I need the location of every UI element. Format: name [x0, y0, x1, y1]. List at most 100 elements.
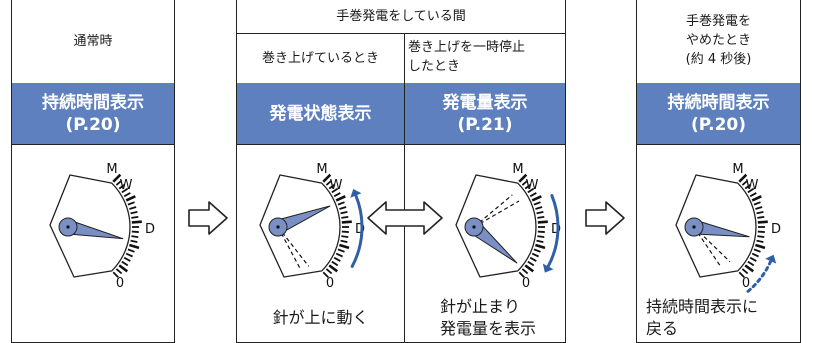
gauge-label-d: D — [145, 222, 155, 237]
gauge-tick — [119, 265, 127, 271]
double-arrow-icon — [366, 200, 444, 236]
gauge-label-w: W — [526, 178, 539, 193]
gauge-tick — [128, 202, 135, 204]
winding-caption: 針が上に動く — [237, 307, 404, 329]
gauge-tick — [748, 262, 754, 266]
gauge-label-zero: 0 — [116, 276, 124, 291]
gauge-normal: MW D 0 — [40, 160, 160, 290]
gauge-tick — [122, 262, 128, 266]
gauge-tick — [758, 222, 768, 223]
gauge-tick — [754, 249, 761, 251]
stopped-band-page-ref: (P.20) — [691, 114, 746, 136]
paused-caption-line1: 針が止まり — [440, 296, 565, 318]
paused-subheader: 巻き上げを一時停止 したとき — [408, 38, 566, 83]
gauge-tick — [126, 196, 135, 200]
winding-band-title: 発電状態表示 — [270, 103, 372, 125]
gauge-tick — [336, 254, 342, 257]
gauge-tick — [339, 207, 346, 209]
gauge-tick — [124, 193, 130, 196]
gauge-tick — [535, 245, 545, 248]
stopped-header-line1: 手巻発電を — [637, 12, 800, 31]
gauge-tick — [116, 269, 121, 274]
gauge-label-zero: 0 — [326, 276, 334, 291]
gauge-tick — [326, 269, 331, 274]
paused-subheader-line1: 巻き上げを一時停止 — [408, 38, 566, 57]
gauge-pin — [276, 225, 279, 228]
stopped-header-line3: (約 4 秒後) — [637, 50, 800, 69]
stopped-caption: 持続時間表示に 戻る — [646, 296, 796, 340]
gauge-label-w: W — [746, 178, 759, 193]
stopped-header-line2: やめたとき — [637, 31, 800, 50]
gauge-tick — [126, 254, 132, 257]
stopped-header: 手巻発電を やめたとき (約 4 秒後) — [637, 12, 800, 82]
stopped-caption-line2: 戻る — [646, 318, 796, 340]
gauge-tick — [537, 241, 544, 242]
gauge-tick — [341, 241, 348, 242]
gauge-tick — [522, 269, 527, 274]
gauge-tick — [132, 222, 142, 223]
gauge-tick — [750, 258, 756, 261]
gauge-label-w: W — [330, 178, 343, 193]
gauge-tick — [752, 254, 758, 257]
gauge-tick — [131, 236, 138, 237]
right-arrow-icon — [584, 200, 626, 236]
gauge-tick — [339, 245, 349, 248]
gauge-tick — [537, 236, 544, 237]
gauge-label-m: M — [316, 162, 327, 177]
paused-caption-line2: 発電量を表示 — [440, 318, 565, 340]
gauge-tick — [755, 207, 762, 209]
stopped-mode-band: 持続時間表示 (P.20) — [637, 83, 800, 144]
gauge-label-d: D — [551, 222, 561, 237]
gauge-tick — [530, 258, 536, 261]
paused-mode-band: 発電量表示 (P.21) — [405, 83, 565, 144]
gauge-tick — [338, 249, 345, 251]
right-arrow-icon — [187, 200, 229, 236]
gauge-tick — [329, 265, 337, 271]
normal-header: 通常時 — [12, 0, 174, 83]
gauge-tick — [530, 193, 536, 196]
normal-mode-band: 持続時間表示 (P.20) — [12, 83, 174, 144]
gauge-label-w: W — [120, 178, 133, 193]
gauge-tick — [534, 249, 541, 251]
gauge-tick — [755, 245, 765, 248]
gauge-winding: MW D 0 — [250, 160, 370, 290]
cranking-group-header-text: 手巻発電をしている間 — [336, 7, 466, 26]
gauge-tick — [342, 222, 352, 223]
stopped-caption-line1: 持続時間表示に — [646, 296, 796, 318]
paused-subheader-line2: したとき — [408, 57, 566, 76]
gauge-tick — [124, 258, 130, 261]
gauge-tick — [334, 193, 340, 196]
gauge-label-m: M — [732, 162, 743, 177]
winding-caption-text: 針が上に動く — [272, 308, 368, 327]
gauge-tick — [129, 207, 136, 209]
gauge-tick — [532, 196, 541, 200]
stopped-band-title: 持続時間表示 — [668, 92, 770, 114]
gauge-label-m: M — [106, 162, 117, 177]
gauge-tick — [341, 212, 348, 213]
gauge-tick — [757, 212, 764, 213]
gauge-pin — [692, 225, 695, 228]
gauge-label-zero: 0 — [522, 276, 530, 291]
gauge-pin — [472, 225, 475, 228]
gauge-pin — [66, 225, 69, 228]
gauge-tick — [757, 236, 764, 237]
gauge-label-d: D — [355, 222, 365, 237]
gauge-tick — [128, 249, 135, 251]
normal-header-text: 通常時 — [73, 32, 112, 51]
gauge-tick — [534, 202, 541, 204]
dotted-up-arrow-icon — [748, 261, 771, 291]
normal-band-page-ref: (P.20) — [66, 114, 121, 136]
gauge-tick — [535, 207, 542, 209]
winding-mode-band: 発電状態表示 — [237, 83, 404, 144]
gauge-tick — [525, 265, 533, 271]
gauge-tick — [750, 193, 756, 196]
gauge-tick — [129, 245, 139, 248]
normal-band-title: 持続時間表示 — [42, 92, 144, 114]
paused-caption: 針が止まり 発電量を表示 — [440, 296, 565, 340]
gauge-tick — [754, 202, 761, 204]
gauge-tick — [131, 212, 138, 213]
gauge-tick — [341, 217, 348, 218]
gauge-tick — [528, 262, 534, 266]
gauge-tick — [757, 241, 764, 242]
